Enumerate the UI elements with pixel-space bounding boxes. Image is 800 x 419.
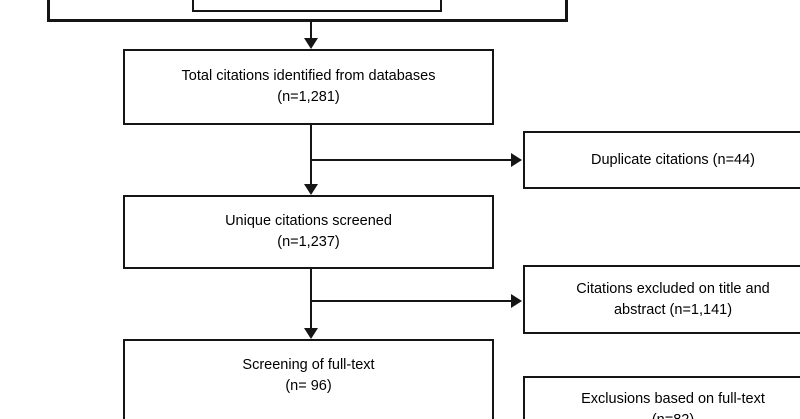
box-excluded-fulltext-line1: Exclusions based on full-text [581, 391, 765, 407]
box-identified-line2: (n=1,281) [277, 89, 340, 105]
arrow-down-to-screened [304, 184, 318, 195]
arrow-right-to-duplicates [511, 153, 522, 167]
box-excluded-fulltext-line2: (n=82) [652, 410, 694, 419]
box-exclusions-based-on-full-text: Exclusions based on full-text (n=82) [523, 376, 800, 419]
arrow-down-to-identified [304, 38, 318, 49]
connector-line-to-excluded-title-abstract [310, 300, 513, 302]
box-excluded-title-line2: abstract (n=1,141) [613, 301, 733, 318]
box-total-citations-identified: Total citations identified from database… [123, 49, 494, 125]
connector-line-to-duplicates [310, 159, 513, 161]
connector-line-identified-to-screened [310, 125, 312, 186]
box-excluded-title-line1: Citations excluded on title and [576, 280, 770, 297]
box-duplicates-line1: Duplicate citations (n=44) [590, 151, 756, 168]
arrow-right-to-excluded-title-abstract [511, 294, 522, 308]
box-screened-line1: Unique citations screened [225, 213, 392, 230]
box-screened-line2: (n=1,237) [277, 234, 340, 250]
inner-frame-box [192, 0, 442, 12]
connector-line-screened-to-fulltext [310, 269, 312, 330]
connector-line-top [310, 22, 312, 40]
arrow-down-to-fulltext [304, 328, 318, 339]
box-unique-citations-screened: Unique citations screened (n=1,237) [123, 195, 494, 269]
box-citations-excluded-title-abstract: Citations excluded on title and abstract… [523, 265, 800, 334]
box-fulltext-line2: (n= 96) [285, 377, 332, 394]
box-identified-line1: Total citations identified from database… [181, 68, 436, 85]
box-duplicate-citations: Duplicate citations (n=44) [523, 131, 800, 189]
box-fulltext-line1: Screening of full-text [242, 357, 375, 373]
box-screening-of-full-text: Screening of full-text (n= 96) [123, 339, 494, 419]
